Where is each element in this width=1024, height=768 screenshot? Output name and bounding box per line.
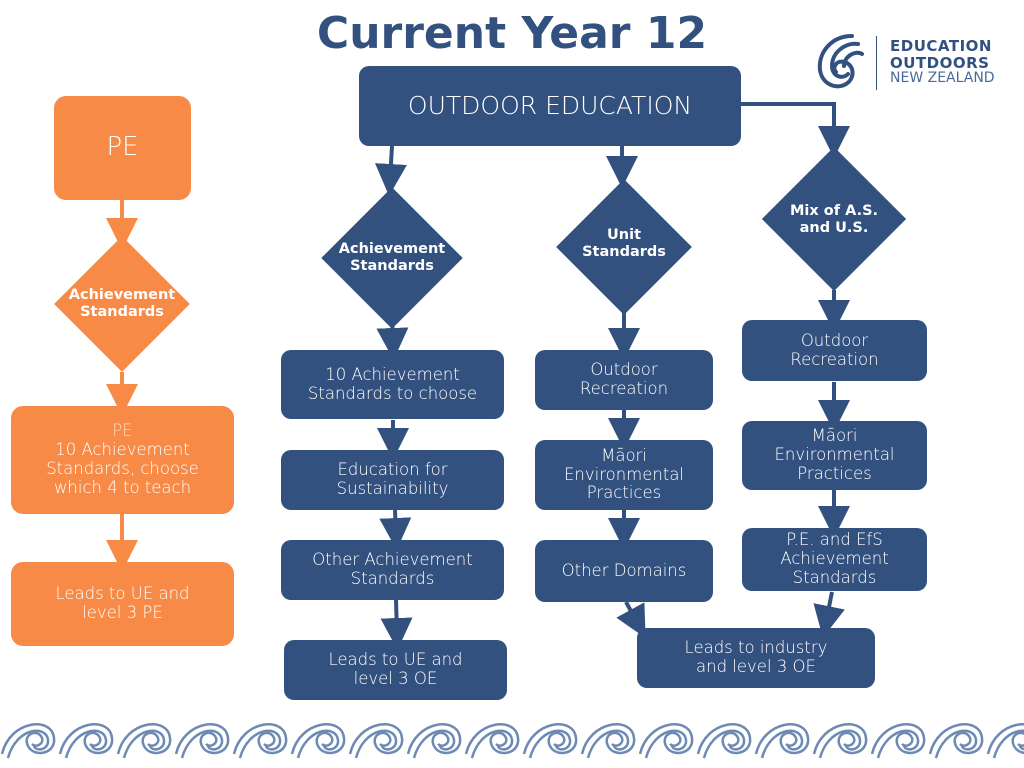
pe-diamond-label: Achievement Standards <box>68 287 176 320</box>
wave-spiral-icon <box>928 723 984 755</box>
wave-spiral-inner-icon <box>6 729 50 759</box>
wave-spiral-icon <box>116 723 172 755</box>
wave-spiral-inner-icon <box>238 729 282 759</box>
logo-line-2: OUTDOORS <box>890 53 990 72</box>
pe-options-box: PE 10 Achievement Standards, choose whic… <box>11 406 234 514</box>
wave-spiral-inner-icon <box>180 729 224 759</box>
wave-spiral-icon <box>870 723 926 755</box>
wave-spiral-icon <box>232 723 288 755</box>
wave-spiral-icon <box>464 723 520 755</box>
pe-outcome-box: Leads to UE and level 3 PE <box>11 562 234 646</box>
wave-spiral-icon <box>0 723 56 755</box>
wave-spiral-icon <box>986 723 1024 755</box>
wave-spiral-inner-icon <box>702 729 746 759</box>
wave-spiral-inner-icon <box>412 729 456 759</box>
wave-spiral-icon <box>696 723 752 755</box>
wave-spiral-icon <box>58 723 114 755</box>
wave-spiral-icon <box>754 723 810 755</box>
wave-spiral-inner-icon <box>354 729 398 759</box>
logo-wordmark: EDUCATION OUTDOORS NEW ZEALAND <box>890 38 995 86</box>
pe-efs-box: P.E. and EfS Achievement Standards <box>742 528 927 591</box>
wave-spiral-icon <box>812 723 868 755</box>
pe-box: PE <box>54 96 191 200</box>
logo-line-3: NEW ZEALAND <box>890 70 995 86</box>
wave-pattern-footer <box>0 723 1024 759</box>
outdoor-recreation-box-3: Outdoor Recreation <box>742 320 927 381</box>
outdoor-recreation-box-2: Outdoor Recreation <box>535 350 713 410</box>
sustainability-box: Education for Sustainability <box>281 450 504 510</box>
wave-spiral-inner-icon <box>644 729 688 759</box>
logo-line-1: EDUCATION <box>890 37 992 55</box>
wave-spiral-inner-icon <box>586 729 630 759</box>
wave-spiral-inner-icon <box>818 729 862 759</box>
wave-spiral-inner-icon <box>296 729 340 759</box>
wave-spiral-icon <box>174 723 230 755</box>
wave-spiral-icon <box>580 723 636 755</box>
other-achievement-box: Other Achievement Standards <box>281 540 504 600</box>
outdoor-education-box: OUTDOOR EDUCATION <box>359 66 741 146</box>
logo-divider <box>876 36 877 90</box>
maori-practices-box-3: Māori Environmental Practices <box>742 421 927 490</box>
wave-spiral-icon <box>348 723 404 755</box>
outdoor-education-label: OUTDOOR EDUCATION <box>407 90 693 120</box>
oe-outcome-box: Leads to UE and level 3 OE <box>284 640 507 700</box>
koru-logo-icon <box>817 34 864 89</box>
other-domains-box: Other Domains <box>535 540 713 602</box>
wave-spiral-inner-icon <box>528 729 572 759</box>
wave-spiral-icon <box>290 723 346 755</box>
pe-options-text: 10 Achievement Standards, choose which 4… <box>46 440 199 497</box>
pe-options-title: PE <box>112 421 133 441</box>
wave-spiral-inner-icon <box>992 729 1024 759</box>
industry-outcome-box: Leads to industry and level 3 OE <box>637 628 875 688</box>
wave-spiral-inner-icon <box>122 729 166 759</box>
maori-practices-box-2: Māori Environmental Practices <box>535 440 713 510</box>
pe-box-label: PE <box>106 132 139 163</box>
wave-spiral-inner-icon <box>876 729 920 759</box>
wave-spiral-icon <box>638 723 694 755</box>
wave-spiral-inner-icon <box>470 729 514 759</box>
wave-spiral-inner-icon <box>64 729 108 759</box>
unit-diamond-label: Unit Standards <box>582 227 666 260</box>
mix-diamond-label: Mix of A.S. and U.S. <box>789 203 879 236</box>
wave-spiral-icon <box>406 723 462 755</box>
page-title: Current Year 12 <box>316 8 708 59</box>
wave-spiral-inner-icon <box>760 729 804 759</box>
achievement-diamond-label: Achievement Standards <box>338 241 446 274</box>
wave-spiral-inner-icon <box>934 729 978 759</box>
wave-spiral-icon <box>522 723 578 755</box>
ten-achievement-box: 10 Achievement Standards to choose <box>281 350 504 419</box>
